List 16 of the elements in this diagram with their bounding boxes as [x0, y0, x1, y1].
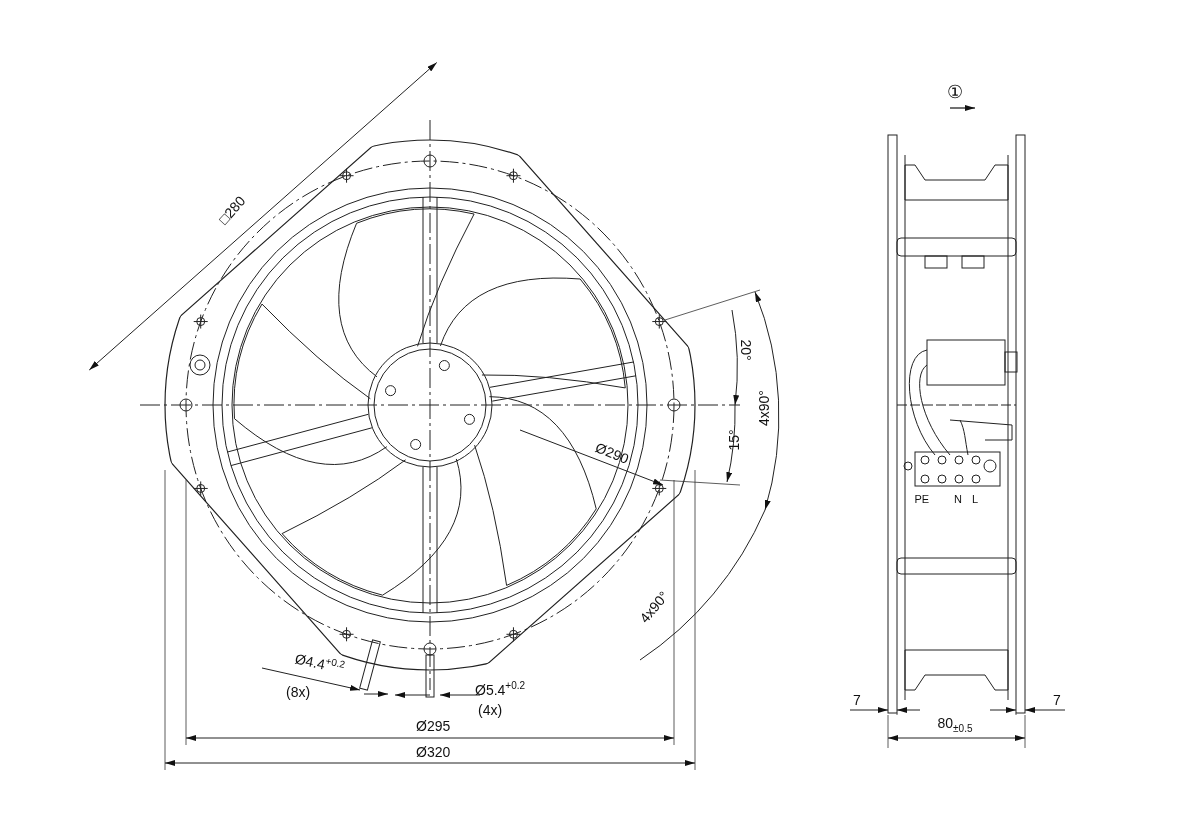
angle-label: 4x90° [756, 390, 772, 426]
dimension-label: Ø295 [416, 718, 451, 734]
dimension-label: Ø320 [416, 744, 451, 760]
dimension-label: 7 [853, 692, 861, 708]
terminal-label: PE [914, 492, 930, 507]
dimension-label: Ø5.4$^{+0.2}$ [475, 679, 526, 698]
callout-number: ① [947, 84, 963, 100]
dimension-label: 7 [1053, 692, 1061, 708]
quantity-label: (8x) [286, 684, 311, 700]
angle-label: 20° [737, 339, 754, 361]
angle-label: 15° [725, 429, 742, 451]
dimension-label: 80$_{±0.5}$ [937, 715, 973, 736]
terminal-label: L [972, 492, 979, 507]
quantity-label: (4x) [478, 702, 503, 718]
dimension-label: Ø290 [593, 439, 631, 467]
terminal-label: N [954, 492, 962, 507]
